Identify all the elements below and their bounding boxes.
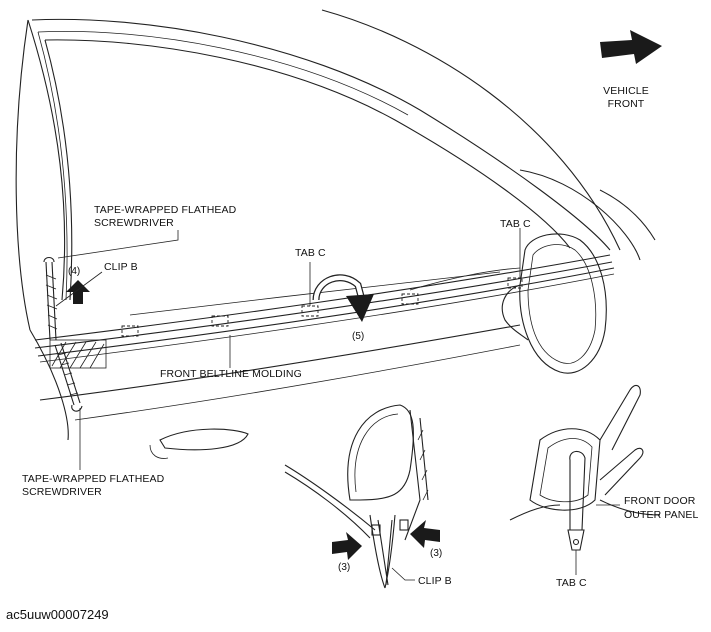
clip-b-detail (284, 404, 440, 589)
front-door-outer-panel-label-line1: FRONT DOOR (624, 495, 696, 507)
side-mirror (501, 233, 607, 374)
screwdriver-top-label-line1: TAPE-WRAPPED FLATHEAD (94, 204, 237, 216)
screwdriver-top (43, 256, 58, 341)
figure-id: ac5uuw00007249 (6, 607, 109, 622)
car-body-outline (15, 9, 656, 459)
screwdriver-bottom-label-line1: TAPE-WRAPPED FLATHEAD (22, 473, 165, 485)
up-arrow-4 (66, 280, 90, 304)
vehicle-front-label-line2: FRONT (608, 98, 645, 110)
vehicle-front-arrow (600, 30, 662, 64)
leader-lines (55, 228, 620, 581)
front-door-outer-panel-label-line2: OUTER PANEL (624, 509, 698, 521)
step-3-left-label: (3) (338, 562, 350, 573)
tab-c-mid-label: TAB C (295, 247, 326, 259)
curved-arrow-5 (312, 274, 374, 322)
clip-b-bottom-label: CLIP B (418, 575, 452, 587)
step-5-label: (5) (352, 331, 364, 342)
front-beltline-molding-label: FRONT BELTLINE MOLDING (160, 368, 302, 380)
hatched-block (49, 339, 107, 369)
tab-c-markers (121, 277, 523, 337)
tab-c-right-label: TAB C (500, 218, 531, 230)
clip-b-top-label: CLIP B (104, 261, 138, 273)
step-4-label: (4) (68, 266, 80, 277)
tab-c-bottom-label: TAB C (556, 577, 587, 589)
step-3-right-label: (3) (430, 548, 442, 559)
tab-c-detail (509, 384, 661, 551)
vehicle-front-label-line1: VEHICLE (603, 85, 649, 97)
screwdriver-top-label-line2: SCREWDRIVER (94, 217, 174, 229)
screwdriver-bottom (54, 342, 83, 412)
screwdriver-bottom-label-line2: SCREWDRIVER (22, 486, 102, 498)
